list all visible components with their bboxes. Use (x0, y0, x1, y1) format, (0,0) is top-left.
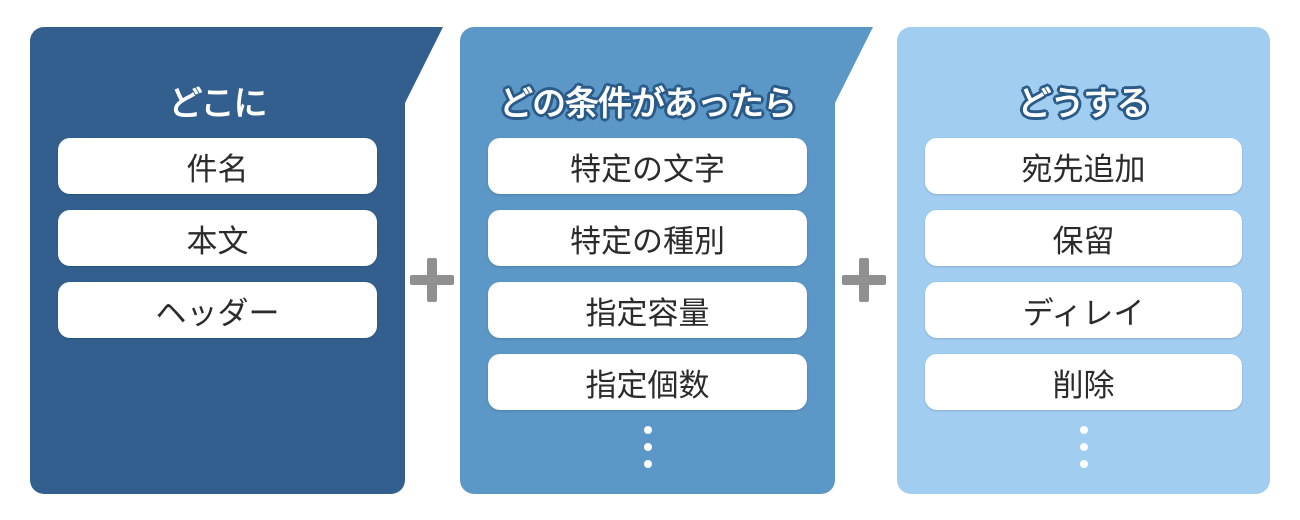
list-item: 件名 (58, 138, 377, 194)
more-ellipsis-icon (925, 426, 1242, 468)
arrow-right-icon (405, 27, 443, 103)
list-item: 保留 (925, 210, 1242, 266)
panel-where: どこに 件名 本文 ヘッダー (30, 27, 443, 494)
panel-title: どうする (1017, 84, 1151, 124)
plus-icon (842, 258, 886, 302)
list-item: ディレイ (925, 282, 1242, 338)
item-list: 特定の文字 特定の種別 指定容量 指定個数 (488, 138, 807, 468)
panel-title: どこに (168, 84, 268, 124)
panel-title: どの条件があったら (499, 84, 797, 124)
list-item: 本文 (58, 210, 377, 266)
panel-condition: どの条件があったら 特定の文字 特定の種別 指定容量 指定個数 (460, 27, 873, 494)
list-item: 特定の文字 (488, 138, 807, 194)
list-item: 削除 (925, 354, 1242, 410)
item-list: 宛先追加 保留 ディレイ 削除 (925, 138, 1242, 468)
panel-action: どうする 宛先追加 保留 ディレイ 削除 (897, 27, 1270, 494)
more-ellipsis-icon (488, 426, 807, 468)
list-item: ヘッダー (58, 282, 377, 338)
list-item: 指定容量 (488, 282, 807, 338)
list-item: 宛先追加 (925, 138, 1242, 194)
list-item: 特定の種別 (488, 210, 807, 266)
arrow-right-icon (835, 27, 873, 103)
plus-icon (410, 258, 454, 302)
list-item: 指定個数 (488, 354, 807, 410)
item-list: 件名 本文 ヘッダー (58, 138, 377, 354)
